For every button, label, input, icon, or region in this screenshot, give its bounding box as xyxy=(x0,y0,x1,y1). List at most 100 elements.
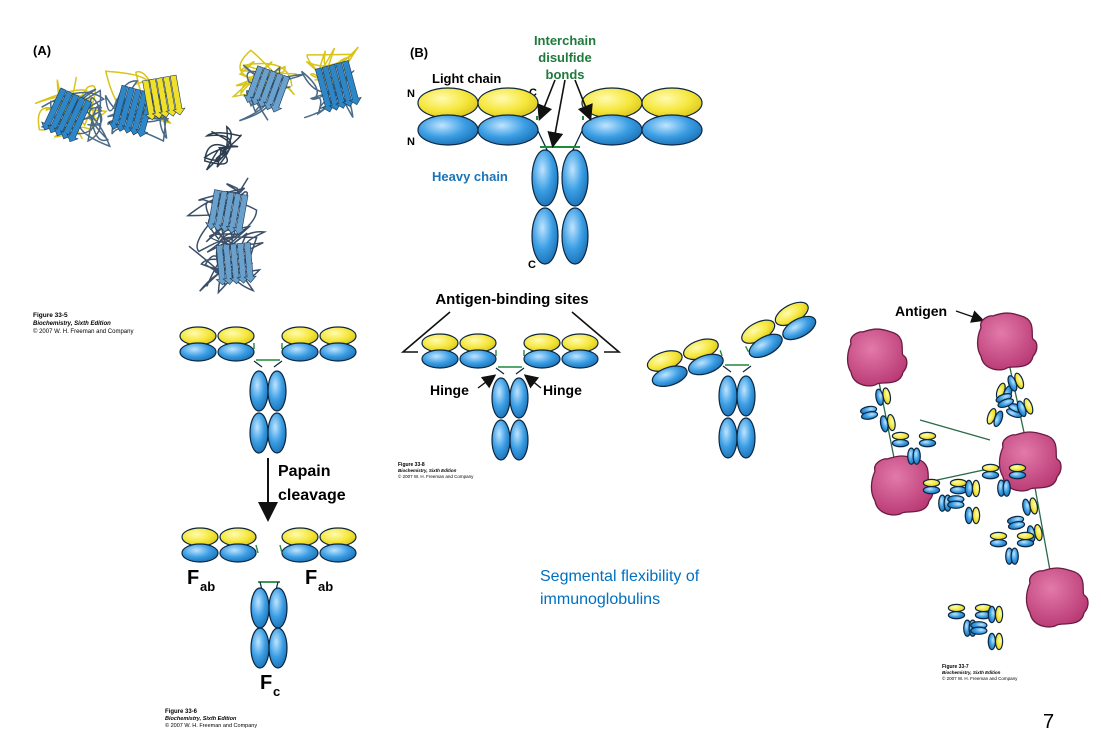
heavy-chain-domain xyxy=(477,114,539,146)
fab-arm-right xyxy=(523,333,599,369)
heavy-chain-domain xyxy=(922,485,941,495)
antigen-blob xyxy=(976,312,1038,371)
hinge-line xyxy=(722,365,732,373)
heavy-chain-domain xyxy=(875,388,884,406)
antigen-blob xyxy=(846,328,908,387)
fc-domain xyxy=(860,411,879,420)
light-chain-domain xyxy=(1016,531,1035,541)
antigen-label: Antigen xyxy=(895,303,947,319)
light-chain-domain xyxy=(459,333,497,353)
hinge-line xyxy=(495,367,505,375)
light-chain-domain xyxy=(971,479,981,498)
heavy-chain-domain xyxy=(1007,375,1018,392)
panel-label-a: (A) xyxy=(33,43,51,58)
heavy-chain-domain xyxy=(918,438,937,448)
heavy-chain-domain xyxy=(964,506,974,525)
hinge-line xyxy=(571,130,583,153)
heavy-chain-domain xyxy=(879,415,889,433)
heavy-chain-domain xyxy=(581,114,643,146)
heavy-chain-domain xyxy=(1016,538,1035,548)
antigen-antibody-network xyxy=(846,312,1089,651)
light-chain-domain xyxy=(922,478,941,488)
fc-domain xyxy=(249,412,269,454)
heavy-chain-domain xyxy=(987,605,997,624)
heavy-chain-domain xyxy=(964,479,974,498)
n-terminus-bottom: N xyxy=(407,136,415,148)
cleaved-fragments xyxy=(181,527,357,669)
figure-33-5-caption: Figure 33-5 xyxy=(33,312,68,319)
light-chain-domain xyxy=(561,333,599,353)
fab-arm-right xyxy=(281,326,357,362)
light-chain-domain xyxy=(641,87,703,119)
heavy-chain-domain xyxy=(993,410,1004,428)
fc-domain xyxy=(561,207,589,265)
note-line-2: immunoglobulins xyxy=(540,591,660,608)
fab-label-left: F ab xyxy=(187,567,215,594)
fc-domain xyxy=(531,149,559,207)
disulfide-bond xyxy=(255,544,259,554)
heavy-chain-domain xyxy=(1008,470,1027,480)
disulfide-bond xyxy=(744,346,750,352)
mini-antibody xyxy=(970,605,1004,651)
hinge-line xyxy=(537,130,549,153)
lattice-link xyxy=(919,419,991,441)
fc-domain xyxy=(268,587,288,629)
heavy-chain-domain xyxy=(319,342,357,362)
fab-arm-left xyxy=(179,326,255,362)
heavy-chain-domain xyxy=(989,538,1008,548)
light-chain-domain xyxy=(217,326,255,346)
light-chain-domain xyxy=(181,527,219,547)
light-chain-domain xyxy=(219,527,257,547)
mini-antibody xyxy=(981,463,1027,497)
light-chain-domain xyxy=(477,87,539,119)
mini-antibody xyxy=(989,531,1035,565)
fc-domain xyxy=(491,377,511,419)
fab-arm-right xyxy=(741,301,817,359)
heavy-chain-domain xyxy=(651,365,688,388)
fc-domain xyxy=(531,207,559,265)
figure-33-7-antigen-lattice: Antigen Figure 33-7 Biochemistry, Sixth … xyxy=(846,303,1089,681)
fc-domain xyxy=(997,398,1015,409)
heavy-chain-domain xyxy=(281,342,319,362)
heavy-chain-domain xyxy=(561,349,599,369)
ribbon-strand xyxy=(305,46,359,93)
heavy-chain-domain xyxy=(181,543,219,563)
disulfide-bond xyxy=(279,544,283,554)
fc-domain xyxy=(912,447,921,465)
figure-33-8-copyright: © 2007 W. H. Freeman and Company xyxy=(398,473,474,479)
fc-domain xyxy=(1002,479,1011,497)
hinge-line xyxy=(273,360,283,368)
fc-domain xyxy=(736,417,756,459)
heavy-chain-domain xyxy=(523,349,561,369)
disulfide-bond xyxy=(719,350,723,357)
light-chain-domain xyxy=(581,87,643,119)
light-chain-domain xyxy=(281,527,319,547)
mini-antibody xyxy=(947,479,981,525)
figure-33-7-book: Biochemistry, Sixth Edition xyxy=(942,670,1001,675)
heavy-chain-domain xyxy=(748,333,783,359)
fab-arm-left xyxy=(646,338,724,388)
figure-33-6-papain-cleavage: Papain cleavage F ab F ab F c Figure 33-… xyxy=(165,326,357,729)
hinge-label-right: Hinge xyxy=(543,382,582,398)
note-line-1: Segmental flexibility of xyxy=(540,568,700,585)
antigen-blob xyxy=(870,455,934,516)
light-chain-domain xyxy=(918,431,937,441)
mini-antibody xyxy=(947,603,993,637)
heavy-chain-domain xyxy=(687,353,724,376)
slide-number: 7 xyxy=(1043,711,1054,733)
fc-domain xyxy=(1010,547,1019,565)
fc-domain xyxy=(561,149,589,207)
heavy-chain-domain xyxy=(987,632,997,651)
heavy-chain-domain xyxy=(217,342,255,362)
heavy-chain-domain xyxy=(782,315,817,341)
antigen-binding-sites-label: Antigen-binding sites xyxy=(435,291,588,308)
fc-domain xyxy=(718,375,738,417)
hinge-line xyxy=(515,367,525,375)
beta-sheet xyxy=(314,60,362,113)
beta-sheet xyxy=(142,74,186,121)
fc-domain xyxy=(1007,521,1026,530)
heavy-chain-domain xyxy=(281,543,319,563)
fc-domain xyxy=(509,377,529,419)
light-chain-domain xyxy=(421,333,459,353)
figure-33-7-copyright: © 2007 W. H. Freeman and Company xyxy=(942,675,1018,681)
